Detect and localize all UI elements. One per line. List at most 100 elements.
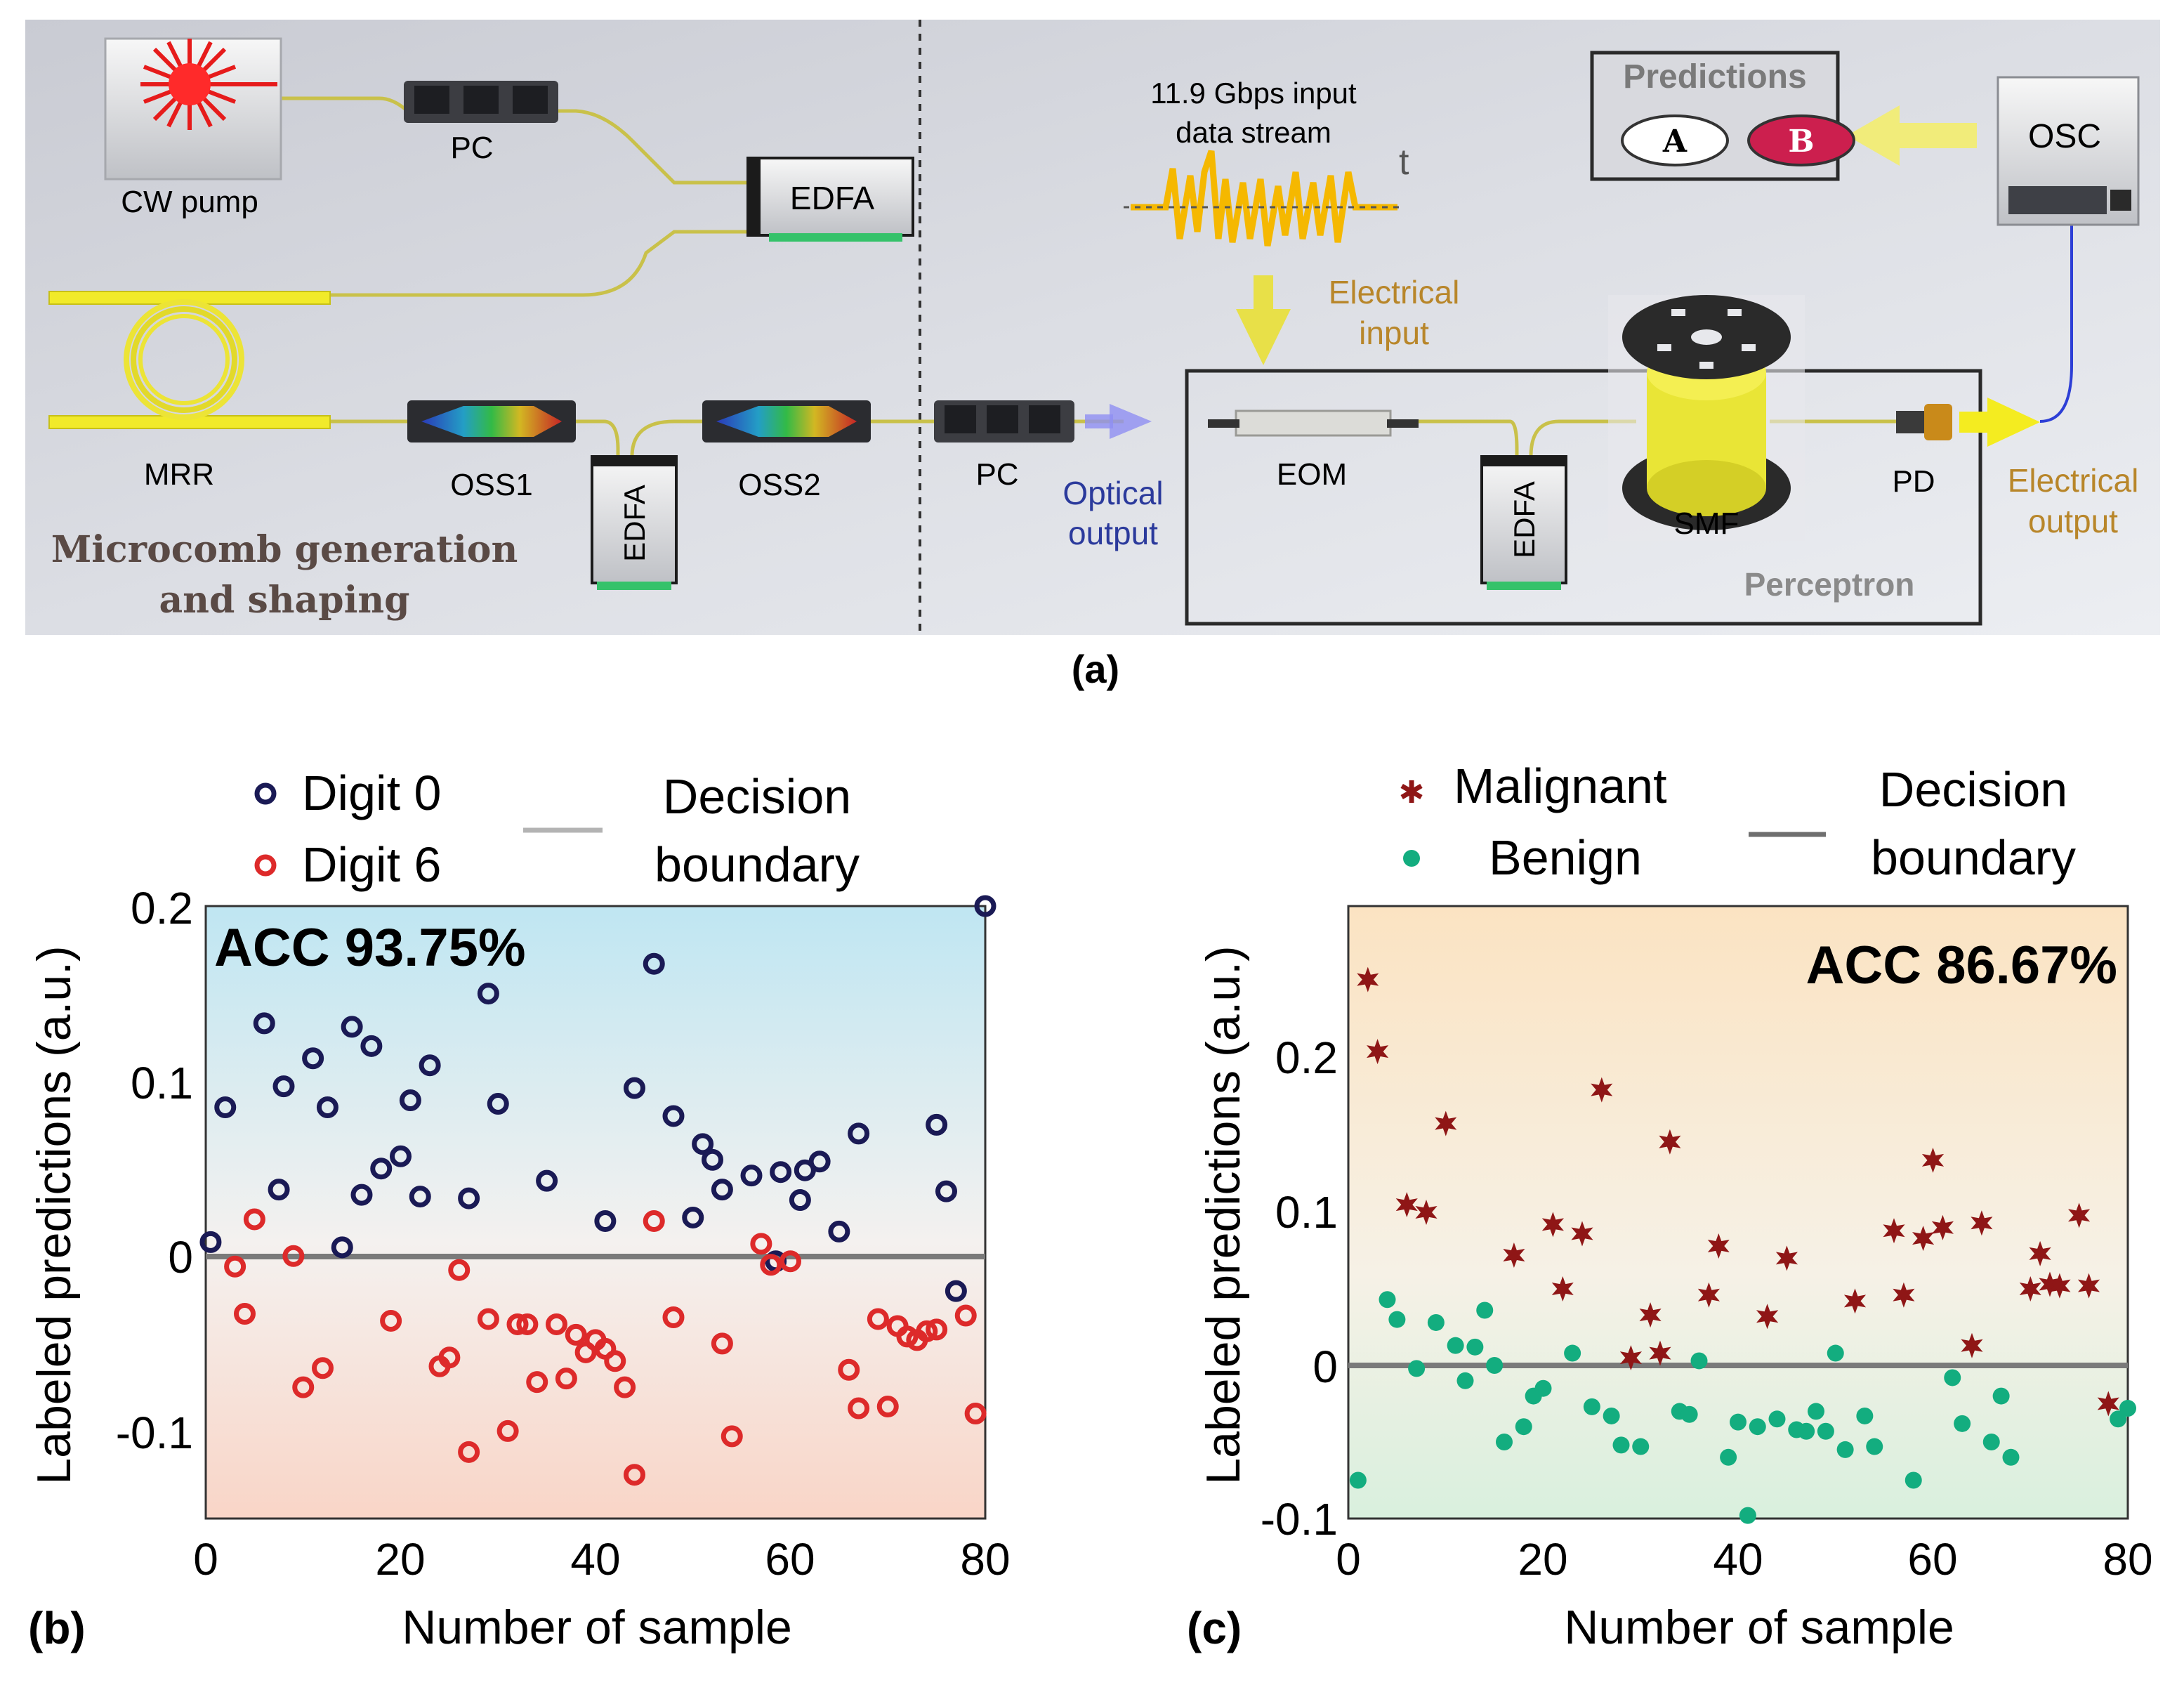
data-point-digit-6	[292, 1376, 315, 1398]
data-point-digit-0	[350, 1184, 373, 1206]
data-point-benign	[1427, 1313, 1445, 1331]
data-point-digit-0	[360, 1035, 383, 1057]
osc-to-predictions-arrow-icon	[1847, 105, 1977, 166]
data-point-digit-0	[458, 1187, 480, 1209]
data-point-malignant	[1697, 1282, 1720, 1308]
chart-c-panel-label: (c)	[1187, 1603, 1242, 1653]
chart-c-legend: ✱ Malignant Benign Decision boundary	[1399, 759, 2076, 885]
data-point-benign	[2119, 1400, 2136, 1417]
chart-b-ylabel: Labeled predictions (a.u.)	[27, 945, 81, 1484]
data-point-benign	[1379, 1291, 1396, 1309]
data-point-digit-0	[199, 1231, 222, 1253]
data-point-digit-6	[876, 1396, 899, 1418]
data-point-malignant	[1619, 1345, 1642, 1371]
chart-b-accuracy: ACC 93.75%	[214, 918, 526, 978]
data-point-digit-6	[964, 1403, 987, 1425]
chart-c-accuracy: ACC 86.67%	[1805, 936, 2117, 995]
data-point-benign	[1564, 1344, 1581, 1362]
prediction-a-label: A	[1662, 124, 1688, 159]
legend-decision-boundary-label-1: Decision	[1879, 762, 2067, 817]
data-point-benign	[1496, 1434, 1513, 1450]
data-point-malignant	[1707, 1233, 1730, 1259]
data-point-malignant	[1551, 1276, 1574, 1302]
data-point-malignant	[1775, 1245, 1798, 1271]
data-point-digit-0	[848, 1122, 870, 1145]
data-point-malignant	[2029, 1240, 2051, 1266]
data-point-digit-6	[848, 1397, 870, 1420]
chart-b-xtick: 20	[375, 1534, 425, 1585]
data-point-benign	[1349, 1471, 1367, 1489]
data-point-digit-0	[268, 1179, 290, 1201]
data-point-digit-6	[954, 1304, 977, 1327]
legend-malignant-marker: ✱	[1399, 775, 1425, 810]
oss2: OSS2	[702, 400, 871, 502]
chart-c-ytick: -0.1	[1261, 1494, 1338, 1545]
microring-resonator: MRR	[48, 291, 331, 492]
osc-label: OSC	[2028, 118, 2101, 155]
perceptron-box	[1185, 369, 1982, 626]
chart-b-ytick: 0.1	[131, 1058, 193, 1108]
oscilloscope: OSC	[1996, 76, 2140, 226]
optical-arrow-icon	[1110, 404, 1152, 439]
edfa-bottom-left-label: EDFA	[618, 485, 651, 562]
data-point-malignant	[1415, 1200, 1438, 1225]
data-point-malignant	[2019, 1276, 2041, 1302]
pd-label: PD	[1892, 464, 1935, 499]
chart-c-xtick: 80	[2103, 1534, 2152, 1585]
chart-b: ACC 93.75% 0.2 0.1 0 -0.1 0 20 40 60 80 …	[27, 766, 1011, 1654]
data-point-benign	[1739, 1507, 1756, 1524]
polarization-controller-right: PC	[934, 400, 1074, 492]
data-point-malignant	[2039, 1271, 2061, 1297]
chart-c-xtick: 40	[1713, 1534, 1763, 1585]
data-point-digit-0	[682, 1206, 704, 1228]
data-point-digit-6	[477, 1308, 499, 1330]
data-point-malignant	[1893, 1282, 1915, 1308]
data-point-digit-0	[214, 1096, 237, 1119]
data-point-digit-6	[614, 1376, 636, 1398]
prediction-a-badge	[1621, 114, 1729, 166]
data-point-digit-0	[370, 1158, 393, 1180]
electrical-input-line2: input	[1359, 315, 1429, 351]
data-point-benign	[1992, 1387, 2010, 1405]
data-point-digit-0	[419, 1054, 441, 1077]
edfa-bottom-left: EDFA	[591, 455, 678, 590]
data-point-malignant	[1591, 1077, 1613, 1103]
data-point-malignant	[2068, 1202, 2091, 1228]
data-point-digit-0	[702, 1148, 723, 1171]
data-point-malignant	[1921, 1147, 1945, 1173]
data-point-digit-6	[896, 1325, 919, 1348]
predictions-title: Predictions	[1623, 58, 1806, 96]
data-point-malignant	[1503, 1243, 1525, 1268]
pc-top-label: PC	[450, 131, 493, 165]
legend-malignant-label: Malignant	[1454, 759, 1667, 813]
data-point-malignant	[1659, 1129, 1681, 1155]
data-point-digit-6	[312, 1357, 334, 1379]
data-point-malignant	[1883, 1218, 1905, 1244]
data-point-malignant	[1961, 1332, 1983, 1358]
data-point-digit-6	[624, 1464, 645, 1486]
data-point-digit-6	[926, 1318, 948, 1341]
panel-a-caption: (a)	[1072, 647, 1119, 691]
data-point-digit-6	[604, 1350, 626, 1372]
chart-b-legend: Digit 0 Digit 6 Decision boundary	[254, 766, 860, 892]
legend-decision-boundary-label-2: boundary	[1871, 830, 2076, 885]
predictions-box: Predictions A B	[1590, 51, 1855, 181]
eom: EOM	[1208, 409, 1419, 492]
legend-digit-6-marker	[254, 854, 277, 877]
chart-c-marks	[1349, 966, 2136, 1524]
data-point-digit-6	[448, 1259, 471, 1281]
laser-dot-icon	[169, 63, 211, 105]
data-point-digit-0	[711, 1179, 733, 1201]
data-point-digit-0	[302, 1047, 324, 1070]
edfa-right-label: EDFA	[1508, 481, 1541, 558]
data-point-digit-6	[750, 1233, 772, 1255]
data-point-digit-6	[711, 1332, 733, 1355]
polarization-controller-top: PC	[404, 81, 558, 165]
chart-b-ytick: 0	[168, 1232, 193, 1283]
data-point-benign	[1808, 1403, 1824, 1420]
pc-right-label: PC	[975, 457, 1018, 492]
data-point-benign	[1466, 1338, 1484, 1356]
chart-c: ACC 86.67% 0.2 0.1 0 -0.1 0 20 40 60 80 …	[1187, 759, 2153, 1654]
data-point-benign	[1603, 1407, 1620, 1424]
chart-c-ytick: 0.2	[1275, 1032, 1338, 1083]
